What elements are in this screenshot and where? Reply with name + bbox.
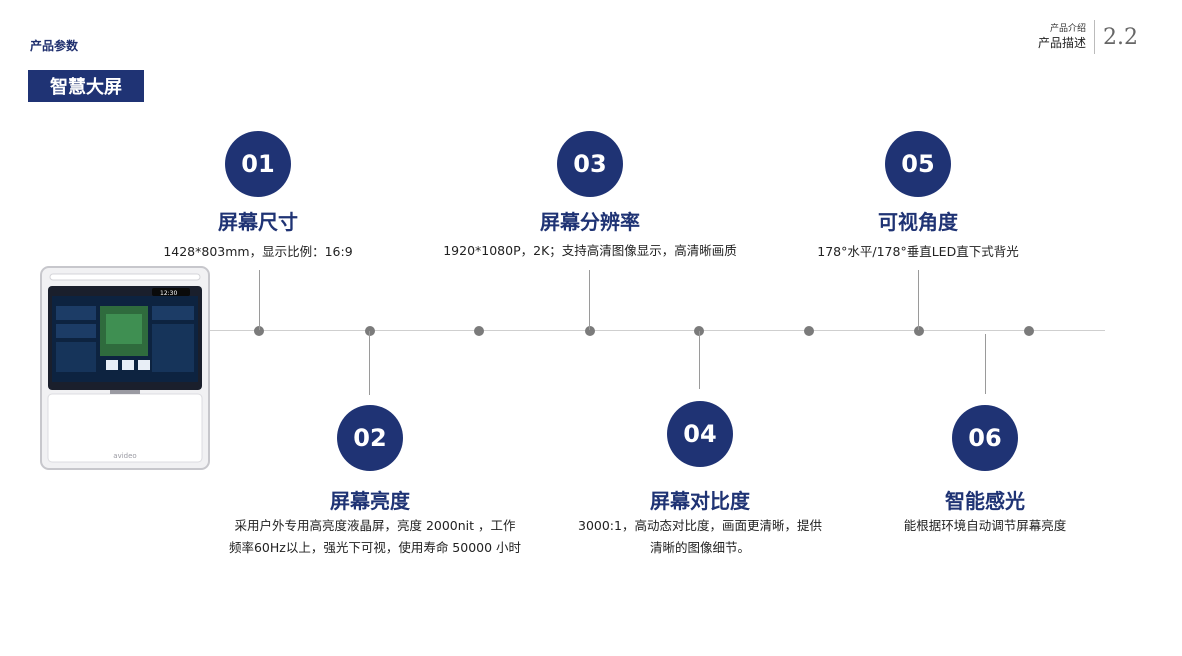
timeline-stem: [369, 331, 370, 395]
brand-text: avideo: [113, 452, 136, 460]
item-title-brightness: 屏幕亮度: [330, 489, 410, 513]
header-divider: [1094, 20, 1095, 54]
timeline-dot: [804, 326, 814, 336]
item-desc-viewing-angle: 178°水平/178°垂直LED直下式背光: [817, 244, 1019, 259]
timeline-stem: [918, 270, 919, 330]
header-category: 产品介绍: [1049, 24, 1086, 34]
item-number-02: 02: [337, 405, 403, 471]
item-desc-brightness: 采用户外专用高亮度液晶屏，亮度 2000nit ，工作 频率60Hz以上，强光下…: [200, 515, 550, 559]
page-title: 智慧大屏: [28, 70, 144, 102]
item-number-01: 01: [225, 131, 291, 197]
display-kiosk-image: 12:30 avideo: [40, 266, 210, 470]
timeline-stem: [699, 331, 700, 389]
item-desc-contrast: 3000:1，高动态对比度，画面更清晰，提供 清晰的图像细节。: [540, 515, 860, 559]
header-breadcrumb: 产品介绍 产品描述 2.2: [1038, 20, 1138, 54]
page-number: 2.2: [1103, 24, 1138, 50]
item-title-auto-light: 智能感光: [945, 489, 1025, 513]
timeline-dot: [365, 326, 375, 336]
section-label: 产品参数: [30, 39, 79, 53]
item-number-04: 04: [667, 401, 733, 467]
item-desc-resolution: 1920*1080P，2K；支持高清图像显示，高清晰画质: [443, 243, 737, 258]
timeline-axis: [210, 330, 1105, 331]
timeline-dot: [914, 326, 924, 336]
timeline-dot: [474, 326, 484, 336]
item-desc-brightness-line2: 频率60Hz以上，强光下可视，使用寿命 50000 小时: [228, 540, 522, 555]
screen-time-text: 12:30: [160, 290, 177, 297]
item-desc-contrast-line2: 清晰的图像细节。: [649, 540, 750, 555]
header-text-stack: 产品介绍 产品描述: [1038, 23, 1086, 51]
item-title-resolution: 屏幕分辨率: [540, 210, 640, 234]
item-desc-screen-size: 1428*803mm，显示比例：16:9: [163, 244, 353, 259]
item-title-contrast: 屏幕对比度: [650, 489, 750, 513]
timeline-stem: [259, 270, 260, 330]
item-title-screen-size: 屏幕尺寸: [218, 210, 298, 234]
timeline-stem: [589, 270, 590, 330]
item-number-03: 03: [557, 131, 623, 197]
header-subcategory: 产品描述: [1037, 36, 1086, 50]
timeline-dot: [585, 326, 595, 336]
timeline-dot: [254, 326, 264, 336]
item-desc-auto-light: 能根据环境自动调节屏幕亮度: [903, 518, 1067, 533]
timeline-dot: [1024, 326, 1034, 336]
item-title-viewing-angle: 可视角度: [878, 210, 958, 234]
item-desc-brightness-line1: 采用户外专用高亮度液晶屏，亮度 2000nit ，工作: [234, 518, 516, 533]
timeline-stem: [985, 334, 986, 394]
item-number-05: 05: [885, 131, 951, 197]
item-desc-contrast-line1: 3000:1，高动态对比度，画面更清晰，提供: [578, 518, 822, 533]
item-number-06: 06: [952, 405, 1018, 471]
